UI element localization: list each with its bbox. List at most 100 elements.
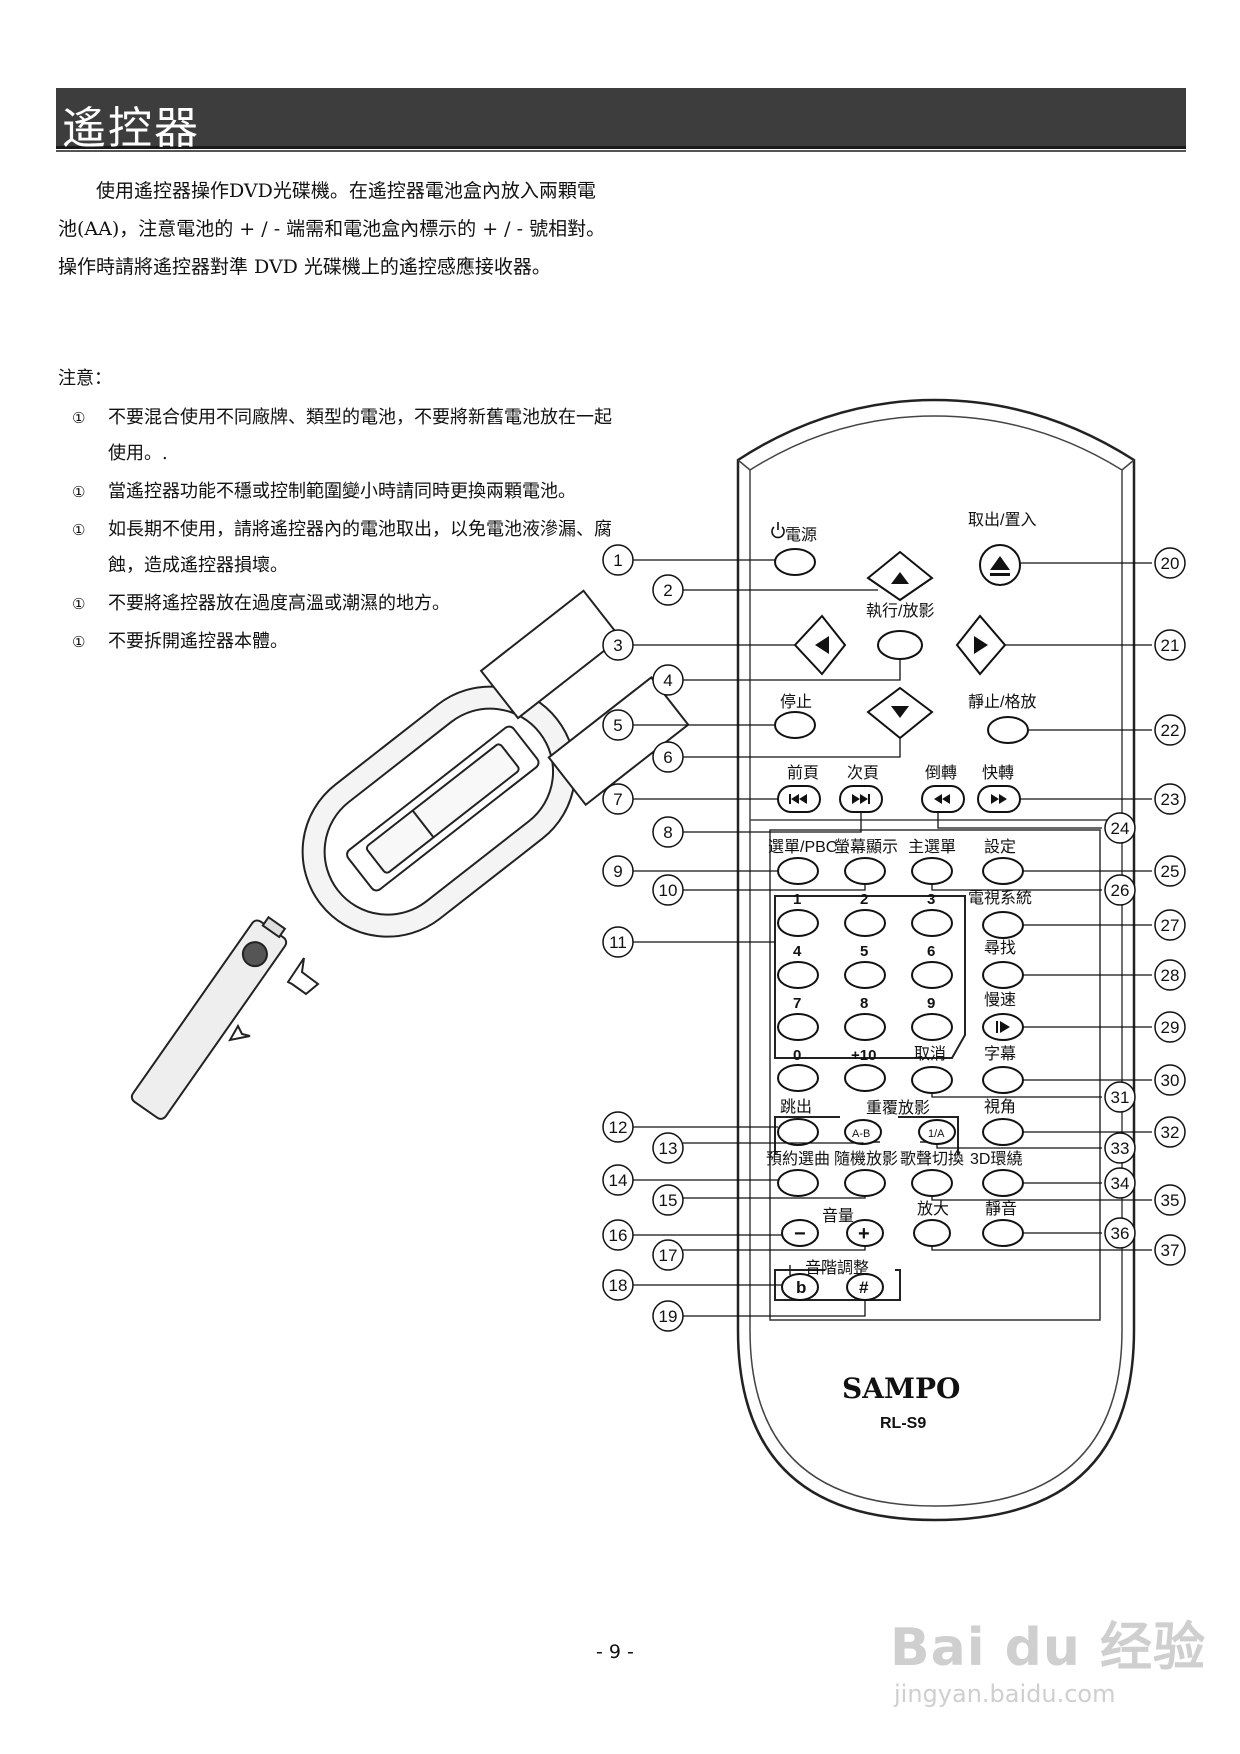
- title-rule: [56, 150, 1186, 152]
- callout-27: [1154, 909, 1186, 941]
- callout-21: [1154, 629, 1186, 661]
- callout-number: 8: [663, 823, 672, 842]
- digit-4-button[interactable]: [777, 961, 819, 989]
- surround-3d-button[interactable]: [982, 1169, 1024, 1197]
- subtitle-button[interactable]: [982, 1066, 1024, 1094]
- vol-minus-button[interactable]: [781, 1219, 819, 1247]
- note-bullet: ①: [72, 595, 86, 613]
- flat-button[interactable]: [781, 1273, 819, 1301]
- note-item: ① 不要拆開遙控器本體。: [68, 624, 613, 660]
- digit-3-button[interactable]: [911, 909, 953, 937]
- skip-label: 跳出: [780, 1098, 812, 1116]
- callout-18: [602, 1269, 634, 1301]
- callout-6: [652, 741, 684, 773]
- digit-5-button[interactable]: [844, 961, 886, 989]
- digit-7-button[interactable]: [777, 1013, 819, 1041]
- digit-1-button[interactable]: [777, 909, 819, 937]
- callout-number: 30: [1161, 1071, 1180, 1090]
- digit-4-label: 4: [793, 943, 802, 960]
- callout-31: [1104, 1081, 1136, 1113]
- note-text: 如長期不使用，請將遙控器內的電池取出，以免電池液滲漏、腐蝕，造成遙控器損壞。: [108, 519, 612, 576]
- callout-5: [602, 709, 634, 741]
- callout-26: [1104, 874, 1136, 906]
- note-bullet: ①: [72, 633, 86, 651]
- digit-0-button[interactable]: [777, 1064, 819, 1092]
- digit-6-button[interactable]: [911, 961, 953, 989]
- cancel-button[interactable]: [911, 1066, 953, 1094]
- digit-1-label: 1: [793, 891, 801, 908]
- next-track-icon: [852, 794, 870, 804]
- callout-number: 27: [1161, 916, 1180, 935]
- setup-button[interactable]: [982, 857, 1024, 885]
- osd-button[interactable]: [844, 857, 886, 885]
- digit-2-button[interactable]: [844, 909, 886, 937]
- pause-button[interactable]: [987, 716, 1029, 744]
- search-button[interactable]: [982, 961, 1024, 989]
- callout-number: 29: [1161, 1018, 1180, 1037]
- search-label: 尋找: [984, 939, 1016, 957]
- note-bullet: ①: [72, 409, 86, 427]
- digit-8-button[interactable]: [844, 1013, 886, 1041]
- digit-5-label: 5: [860, 943, 868, 960]
- callout-number: 23: [1161, 790, 1180, 809]
- audio-switch-button[interactable]: [911, 1169, 953, 1197]
- stop-button[interactable]: [774, 711, 816, 739]
- callout-number: 1: [613, 551, 622, 570]
- model-label: RL-S9: [880, 1415, 926, 1432]
- angle-button[interactable]: [982, 1118, 1024, 1146]
- shuffle-button[interactable]: [844, 1169, 886, 1197]
- callout-number: 9: [613, 862, 622, 881]
- skip-button[interactable]: [777, 1118, 819, 1146]
- callout-number: 16: [609, 1226, 628, 1245]
- callout-numbers: 1 2 3 4 5 6 7 8 9 10 11 12 13 14 15 16 1…: [609, 551, 1180, 1326]
- callout-3: [602, 629, 634, 661]
- callout-7: [602, 783, 634, 815]
- callout-23: [1154, 783, 1186, 815]
- main-menu-label: 主選單: [908, 838, 956, 856]
- intro-paragraph: 使用遙控器操作DVD光碟機。在遙控器電池盒內放入兩顆電池(AA)，注意電池的 +…: [58, 180, 606, 278]
- one-all-key-label: 1/A: [928, 1128, 945, 1140]
- remote-control: 電源 取出/置入 執行/放影 停止 靜止/格放 前頁 次頁 倒轉 快轉 選單/P…: [736, 398, 1136, 1522]
- callout-number: 13: [659, 1139, 678, 1158]
- digit-plus10-button[interactable]: [844, 1064, 886, 1092]
- callout-12: [602, 1111, 634, 1143]
- program-button[interactable]: [777, 1169, 819, 1197]
- callout-25: [1154, 855, 1186, 887]
- callout-number: 18: [609, 1276, 628, 1295]
- menu-pbc-button[interactable]: [777, 857, 819, 885]
- callout-number: 32: [1161, 1123, 1180, 1142]
- callout-number: 5: [613, 716, 622, 735]
- next-label: 次頁: [847, 764, 879, 782]
- tv-system-button[interactable]: [982, 911, 1024, 939]
- prev-label: 前頁: [787, 764, 819, 782]
- eject-icon: [990, 556, 1010, 570]
- callout-13: [652, 1132, 684, 1164]
- mute-button[interactable]: [982, 1219, 1024, 1247]
- note-text: 不要將遙控器放在過度高溫或潮濕的地方。: [108, 593, 450, 614]
- note-item: ① 不要混合使用不同廠牌、類型的電池，不要將新舊電池放在一起使用。.: [68, 400, 613, 472]
- program-label: 預約選曲: [766, 1150, 830, 1168]
- callout-number: 17: [659, 1246, 678, 1265]
- eject-bar-icon: [990, 573, 1010, 576]
- zoom-button[interactable]: [913, 1219, 951, 1247]
- right-triangle-icon: [974, 636, 988, 654]
- play-button[interactable]: [877, 630, 923, 660]
- page-title: 遙控器: [62, 103, 200, 154]
- callout-17: [652, 1239, 684, 1271]
- battery-illustration: [130, 589, 690, 1120]
- callout-number: 19: [659, 1307, 678, 1326]
- sharp-key-label: #: [859, 1278, 869, 1297]
- notes-heading: 注意：: [58, 368, 112, 389]
- main-menu-button[interactable]: [911, 857, 953, 885]
- osd-label: 螢幕顯示: [834, 838, 898, 856]
- callout-number: 10: [659, 881, 678, 900]
- note-text: 不要混合使用不同廠牌、類型的電池，不要將新舊電池放在一起使用。.: [108, 407, 612, 464]
- digit-9-button[interactable]: [911, 1013, 953, 1041]
- power-button[interactable]: [774, 548, 816, 576]
- callout-2: [652, 574, 684, 606]
- power-label: 電源: [785, 526, 817, 544]
- eject-label: 取出/置入: [968, 511, 1036, 529]
- callout-24: [1104, 812, 1136, 844]
- notes-list: ① 不要混合使用不同廠牌、類型的電池，不要將新舊電池放在一起使用。. ① 當遙控…: [68, 400, 613, 662]
- callout-16: [602, 1219, 634, 1251]
